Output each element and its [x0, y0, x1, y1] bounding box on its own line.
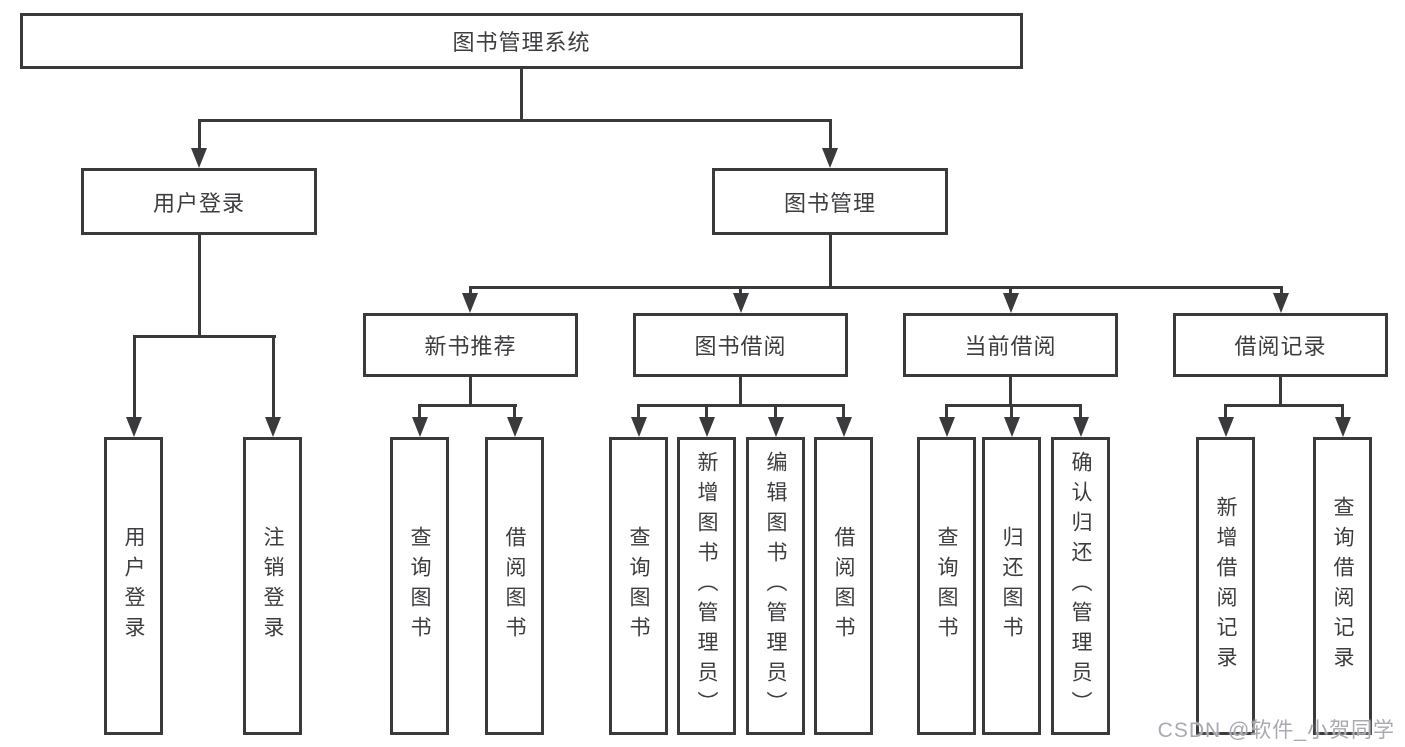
leaf-logout: 注销登录: [243, 437, 302, 735]
node-book-borrow: 图书借阅: [633, 313, 848, 377]
arrowhead-user-login: [191, 148, 207, 168]
connector-new-books-stem: [469, 377, 472, 405]
arrowhead-cb-query: [938, 417, 955, 437]
connector-branch-bb-add: [705, 403, 708, 418]
arrowhead-cb-confirm: [1072, 417, 1089, 437]
leaf-br-query-record: 查询借阅记录: [1313, 437, 1372, 735]
arrowhead-nb-query: [411, 417, 428, 437]
connector-borrow-records-stem: [1279, 377, 1282, 405]
arrowhead-new-books: [462, 293, 478, 313]
connector-book-borrow-stem: [739, 377, 742, 405]
arrowhead-bb-add: [698, 417, 715, 437]
arrowhead-br-add: [1217, 417, 1234, 437]
arrowhead-book-mgmt: [822, 148, 838, 168]
connector-branch-login-leaf: [132, 334, 136, 418]
connector-branch-cb-return: [1010, 403, 1013, 418]
arrowhead-bb-edit: [767, 417, 784, 437]
connector-branch-br-add: [1224, 403, 1227, 418]
connector-user-login-stem: [197, 235, 201, 336]
arrowhead-login-leaf: [126, 417, 142, 437]
connector-current-borrow-stem: [1009, 377, 1012, 405]
node-current-borrow: 当前借阅: [903, 313, 1118, 377]
connector-branch-bb-query: [637, 403, 640, 418]
arrowhead-br-query: [1334, 417, 1351, 437]
arrowhead-current-borrow: [1002, 293, 1019, 313]
connector-branch-new-books: [468, 285, 472, 296]
connector-book-borrow-rail: [637, 403, 845, 407]
leaf-bb-edit-books-admin: 编辑图书（管理员）: [746, 437, 805, 735]
node-root-library-system: 图书管理系统: [20, 13, 1023, 69]
leaf-br-add-record: 新增借阅记录: [1196, 437, 1255, 735]
connector-branch-nb-borrow: [513, 403, 516, 418]
connector-branch-book-borrow: [739, 285, 742, 296]
node-new-book-recommend: 新书推荐: [363, 313, 578, 377]
arrowhead-nb-borrow: [506, 417, 523, 437]
arrowhead-book-borrow: [732, 293, 749, 313]
connector-user-login-rail: [132, 334, 276, 338]
leaf-bb-add-books-admin: 新增图书（管理员）: [677, 437, 736, 735]
node-user-login: 用户登录: [81, 168, 317, 235]
connector-branch-current-borrow: [1009, 285, 1012, 296]
leaf-cb-return-books: 归还图书: [982, 437, 1041, 735]
connector-current-borrow-rail: [945, 403, 1082, 407]
leaf-user-login: 用户登录: [104, 437, 163, 735]
arrowhead-cb-return: [1003, 417, 1020, 437]
connector-new-books-rail: [417, 403, 517, 407]
connector-book-mgmt-stem: [828, 235, 832, 287]
arrowhead-borrow-records: [1273, 293, 1289, 313]
leaf-bb-borrow-books: 借阅图书: [814, 437, 873, 735]
node-borrow-records: 借阅记录: [1173, 313, 1388, 377]
csdn-watermark: CSDN @软件_小贺同学: [1157, 719, 1395, 742]
leaf-nb-query-books: 查询图书: [390, 437, 449, 735]
connector-branch-cb-confirm: [1079, 403, 1082, 418]
arrowhead-bb-query: [630, 417, 647, 437]
node-book-management: 图书管理: [712, 168, 948, 235]
connector-branch-bb-edit: [774, 403, 777, 418]
leaf-nb-borrow-books: 借阅图书: [485, 437, 544, 735]
leaf-cb-confirm-return-admin: 确认归还（管理员）: [1051, 437, 1110, 735]
connector-branch-br-query: [1341, 403, 1344, 418]
arrowhead-bb-borrow: [835, 417, 852, 437]
leaf-cb-query-books: 查询图书: [917, 437, 976, 735]
connector-borrow-records-rail: [1224, 403, 1344, 407]
connector-branch-book-mgmt: [828, 118, 832, 150]
connector-branch-logout-leaf: [271, 334, 275, 418]
arrowhead-logout-leaf: [265, 417, 281, 437]
connector-root-rail: [197, 118, 832, 122]
connector-root-stem: [519, 69, 523, 120]
connector-branch-bb-borrow: [842, 403, 845, 418]
connector-book-mgmt-rail: [468, 285, 1283, 289]
connector-branch-borrow-records: [1279, 285, 1283, 296]
connector-branch-nb-query: [418, 403, 421, 418]
leaf-bb-query-books: 查询图书: [609, 437, 668, 735]
connector-branch-cb-query: [945, 403, 948, 418]
connector-branch-user-login: [197, 118, 201, 150]
